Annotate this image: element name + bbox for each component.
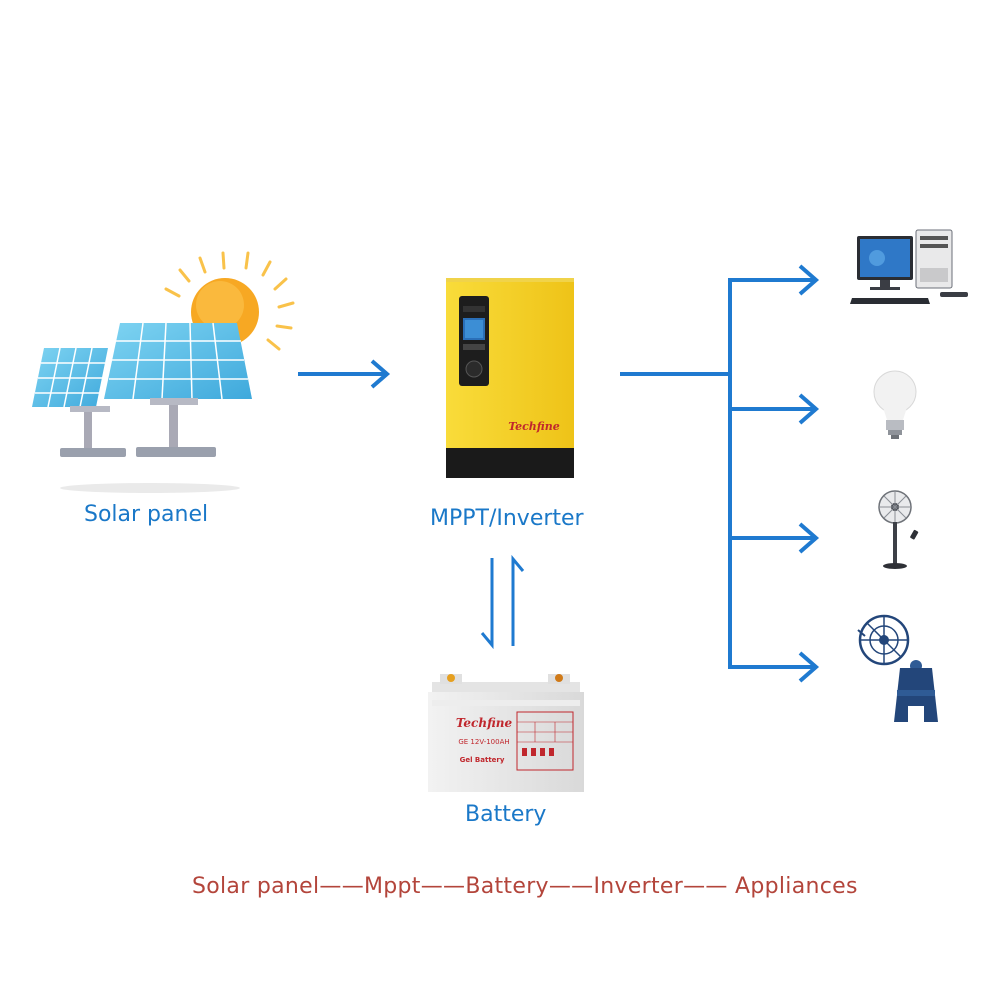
desktop-computer-icon xyxy=(850,229,968,304)
inverter-brand-text: Techfine xyxy=(508,420,560,433)
solar-panel-icon xyxy=(32,322,252,493)
radar-antenna-icon xyxy=(857,614,938,722)
flow-caption: Solar panel——Mppt——Battery——Inverter—— A… xyxy=(192,874,858,899)
distribution-arrows xyxy=(620,264,820,683)
battery-type-text: Gel Battery xyxy=(460,756,505,764)
battery-label: Battery xyxy=(465,802,547,827)
inverter-unit-icon: Techfine xyxy=(446,278,574,478)
solar-panel-label: Solar panel xyxy=(84,502,209,527)
battery-brand-text: Techfine xyxy=(456,716,513,730)
inverter-label: MPPT/Inverter xyxy=(430,506,584,531)
light-bulb-icon xyxy=(873,370,917,439)
bidirectional-arrow-inverter-battery xyxy=(480,554,525,650)
battery-icon: Techfine GE 12V-100AH Gel Battery xyxy=(428,674,584,792)
battery-model-text: GE 12V-100AH xyxy=(458,738,509,746)
standing-fan-icon xyxy=(878,490,919,569)
